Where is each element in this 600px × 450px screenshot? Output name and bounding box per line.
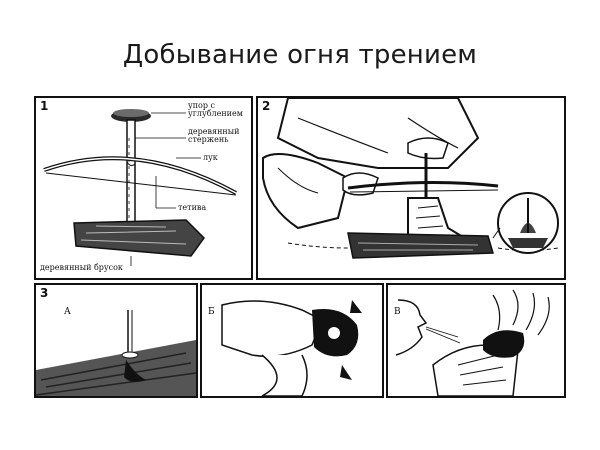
panel-person-using-bow-drill: 2 xyxy=(256,96,566,280)
panel-bow-drill-parts: 1 упор с углублением деревянный стержень… xyxy=(34,96,253,280)
panel-number: 1 xyxy=(40,99,49,113)
label-spindle: деревянный xyxy=(188,127,240,136)
label-block: деревянный брусок xyxy=(40,263,123,272)
subpanel-label-a: А xyxy=(64,307,71,317)
hands-holding-tinder-illustration xyxy=(221,300,362,396)
ember-on-board-illustration xyxy=(36,310,196,396)
label-string: тетива xyxy=(178,203,207,212)
blowing-on-tinder-illustration xyxy=(395,289,550,396)
bow-drill-illustration xyxy=(43,109,237,266)
panel-3c-blowing: В xyxy=(386,283,566,398)
label-spindle-2: стержень xyxy=(188,135,229,144)
label-bow: лук xyxy=(203,153,218,162)
subpanel-label-b: Б xyxy=(208,307,215,317)
subpanel-label-c: В xyxy=(394,307,401,317)
label-socket: упор с xyxy=(188,101,215,110)
panel-number: 3 xyxy=(40,286,49,300)
slide-title: Добывание огня трением xyxy=(122,40,478,70)
person-bow-drill-illustration xyxy=(262,98,559,259)
panel-3b-hands-tinder: Б xyxy=(200,283,384,398)
panel-number: 2 xyxy=(262,99,271,113)
label-socket-2: углублением xyxy=(188,109,243,118)
panel-3a-ember: 3 А xyxy=(34,283,198,398)
